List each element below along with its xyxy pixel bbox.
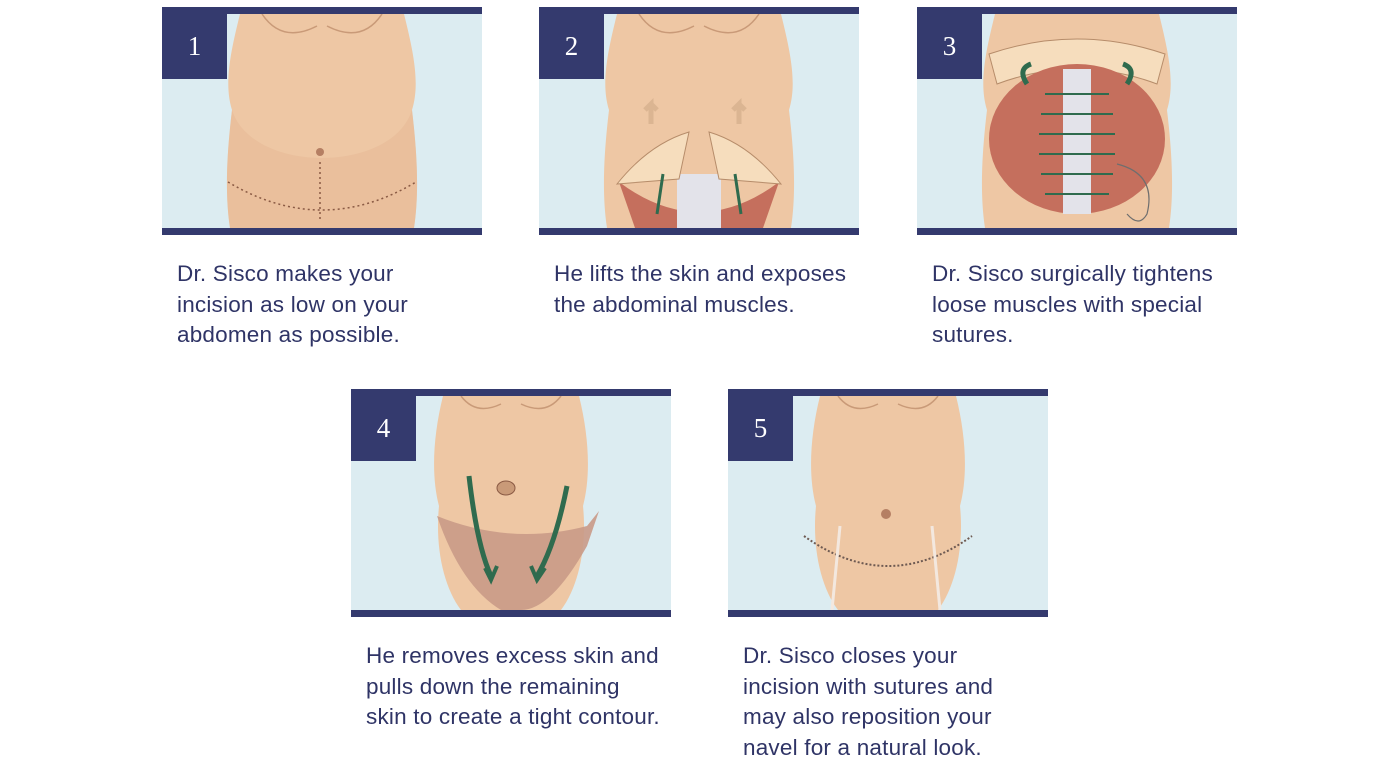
step-number-badge: 5	[728, 396, 793, 461]
step-number-badge: 2	[539, 14, 604, 79]
step-caption: He removes excess skin and pulls down th…	[366, 643, 660, 729]
incision-closed-result-image	[803, 396, 973, 610]
muscle-tightening-sutures-image	[981, 14, 1173, 228]
step-number-badge: 1	[162, 14, 227, 79]
step-number-badge: 4	[351, 396, 416, 461]
step-5-illustration: 5	[728, 389, 1048, 617]
step-caption: Dr. Sisco makes your incision as low on …	[177, 261, 408, 347]
step-caption: Dr. Sisco closes your incision with sutu…	[743, 643, 994, 760]
step-2-card: 2 He lifts the skin and exposes the abdo…	[539, 7, 859, 320]
step-2-illustration: 2	[539, 7, 859, 235]
step-4-card: 4 He removes excess skin and pulls down …	[351, 389, 671, 733]
step-3-illustration: 3	[917, 7, 1237, 235]
step-number-badge: 3	[917, 14, 982, 79]
skin-lifted-muscles-exposed-image	[603, 14, 795, 228]
step-1-card: 1 Dr. Sisco makes your incision as low o…	[162, 7, 482, 351]
step-5-card: 5 Dr. Sisco closes your incision with su…	[728, 389, 1048, 763]
step-caption: Dr. Sisco surgically tightens loose musc…	[932, 261, 1213, 347]
step-4-illustration: 4	[351, 389, 671, 617]
excess-skin-removal-image	[434, 396, 599, 610]
step-3-card: 3 Dr. Sisco surgically tightens loose mu…	[917, 7, 1237, 351]
step-caption: He lifts the skin and exposes the abdomi…	[554, 261, 847, 317]
step-1-illustration: 1	[162, 7, 482, 235]
abdomen-incision-marking-image	[226, 14, 418, 228]
